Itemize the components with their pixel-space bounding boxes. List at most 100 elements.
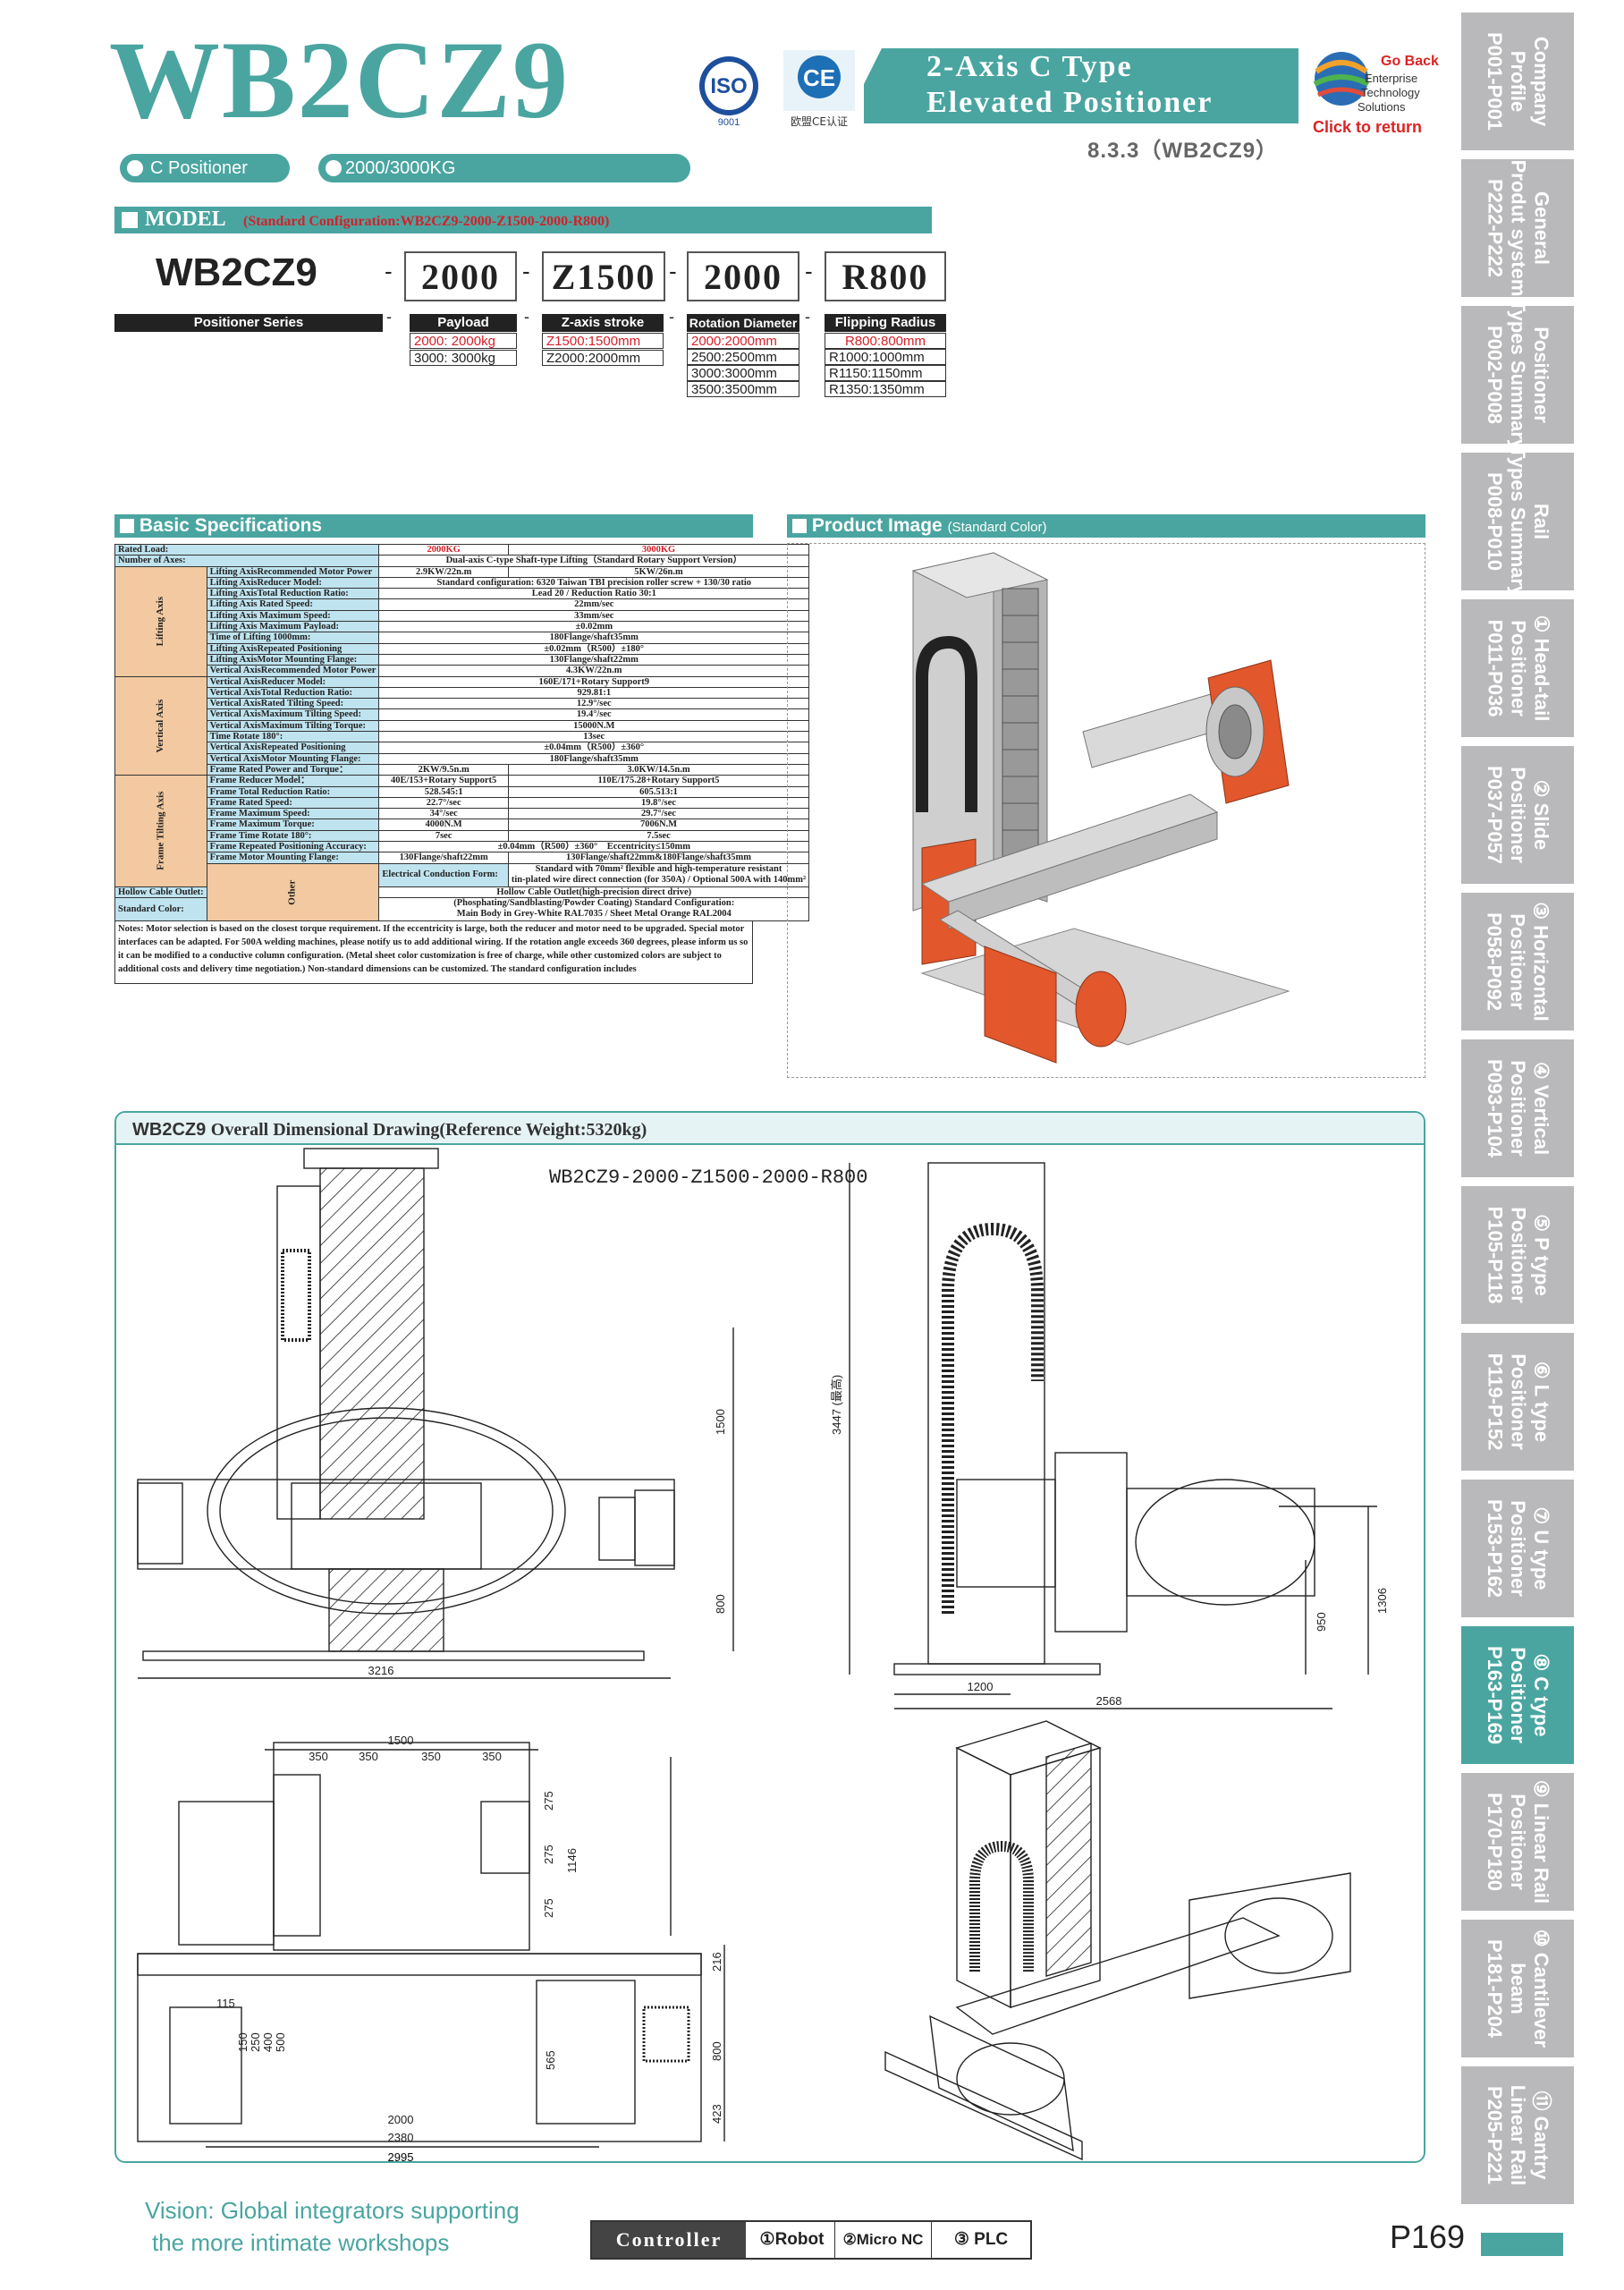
spec-value: ±0.02mm <box>378 621 810 633</box>
dim-label: 2568 <box>1096 1694 1122 1708</box>
spec-label: Frame Maximum Torque: <box>206 818 380 831</box>
spec-row: Lifting AxisReducer Model:Standard confi… <box>115 576 810 589</box>
product-render-image <box>911 552 1290 1064</box>
dim-label: 275 <box>542 1845 555 1864</box>
page-number-bar <box>1481 2233 1563 2256</box>
spec-value: Standard with 70mm² flexible and high-te… <box>507 862 810 887</box>
dim-label: 350 <box>421 1750 441 1763</box>
dim-label: 275 <box>542 1898 555 1918</box>
spec-row: Time of Lifting 1000mm:180Flange/shaft35… <box>115 632 810 644</box>
dim-label: 1306 <box>1375 1588 1389 1614</box>
spec-label: Lifting Axis Maximum Speed: <box>206 609 380 623</box>
controller-plc[interactable]: ③ PLC <box>953 2230 1009 2249</box>
spec-value: Dual-axis C-type Shaft-type Lifting（Stan… <box>378 555 810 567</box>
spec-value: 130Flange/shaft22mm <box>378 653 810 666</box>
spec-label: Time of Lifting 1000mm: <box>206 632 380 644</box>
spec-label: Vertical AxisTotal Reduction Ratio: <box>206 686 380 700</box>
spec-table-wrapper: Rated Load: 2000KG 3000KG Number of Axes… <box>114 543 810 984</box>
spec-label: Frame Rated Speed: <box>206 796 380 810</box>
z-axis-box: Z1500 <box>542 251 665 301</box>
spec-label: Rated Load: <box>114 543 380 556</box>
spec-value: 929.81:1 <box>378 686 810 700</box>
product-banner: 2-Axis C Type Elevated Positioner <box>864 48 1298 123</box>
ce-certification-logo: CE 欧盟CE认证 <box>776 50 862 128</box>
spec-notes: Notes: Motor selection is based on the c… <box>114 920 753 984</box>
controller-micro-nc[interactable]: ②Micro NC <box>835 2222 932 2258</box>
bullet-icon <box>326 160 342 176</box>
controller-label: Controller <box>592 2222 746 2258</box>
spec-value: ±0.04mm（R500）±360° Eccentricity≤150mm <box>378 841 810 853</box>
spec-row: Lifting Axis Maximum Payload:±0.02mm <box>115 621 810 633</box>
product-image-header: Product Image (Standard Color) <box>787 514 1425 538</box>
spec-label: Vertical AxisMaximum Tilting Torque: <box>206 719 380 733</box>
spec-label: Time Rotate 180°: <box>206 731 380 743</box>
spec-value: 40E/153+Rotary Support5 <box>378 775 509 787</box>
series-code: WB2CZ9 <box>156 250 317 294</box>
spec-row: Standard Color:(Phosphating/Sandblasting… <box>114 896 810 921</box>
rotation-option: 3000:3000mm <box>687 365 799 381</box>
spec-label: Lifting AxisMotor Mounting Flange: <box>206 653 380 666</box>
controller-bar: Controller ①Robot ②Micro NC ③ PLC <box>590 2220 1032 2260</box>
spec-value: 160E/171+Rotary Support9 <box>378 675 810 688</box>
spec-row: Vertical AxisRated Tilting Speed:12.9°/s… <box>115 698 810 710</box>
payload-option: 2000: 2000kg <box>410 333 517 349</box>
spec-group-label: Lifting Axis <box>114 565 207 677</box>
click-to-return[interactable]: Click to return <box>1313 118 1423 136</box>
spec-label: Vertical AxisMaximum Tilting Speed: <box>206 708 380 721</box>
spec-value: 19.4°/sec <box>378 708 810 721</box>
spec-value: 110E/175.28+Rotary Support5 <box>507 775 810 787</box>
specs-header: Basic Specifications <box>114 514 753 538</box>
banner-line-2: Elevated Positioner <box>926 86 1214 119</box>
spec-label: Lifting AxisRepeated Positioning <box>206 642 380 655</box>
drawing-model-label: WB2CZ9-2000-Z1500-2000-R800 <box>549 1166 868 1189</box>
dim-label: 250 <box>249 2032 262 2052</box>
controller-robot[interactable]: ①Robot <box>749 2222 835 2258</box>
spec-label: Frame Repeated Positioning Accuracy: <box>206 841 380 853</box>
flip-option: R800:800mm <box>825 333 946 349</box>
go-back-button[interactable]: Go Back Enterprise Technology Solutions … <box>1307 43 1451 143</box>
dim-label: 800 <box>714 1594 727 1614</box>
drawing-panel: WB2CZ9 Overall Dimensional Drawing(Refer… <box>114 1111 1425 2163</box>
square-bullet-icon <box>120 519 134 533</box>
drawing-title: WB2CZ9 Overall Dimensional Drawing(Refer… <box>132 1120 647 1140</box>
dash: - <box>669 258 677 284</box>
dash: - <box>669 308 674 326</box>
dim-label: 1200 <box>968 1680 994 1693</box>
spec-label: Frame Reducer Model： <box>206 775 380 787</box>
spec-label: Lifting AxisReducer Model: <box>206 576 380 589</box>
spec-row: Vertical AxisTotal Reduction Ratio:929.8… <box>115 686 810 700</box>
z-stroke-head: Z-axis stroke <box>542 314 664 332</box>
bullet-icon <box>127 160 143 176</box>
dim-label: 2995 <box>388 2150 414 2163</box>
payload-option: 3000: 3000kg <box>410 350 517 366</box>
spec-label: Lifting AxisRecommended Motor Power <box>206 565 380 578</box>
spec-value: 605.513:1 <box>507 785 810 798</box>
flip-option: R1000:1000mm <box>825 349 946 365</box>
model-header: MODEL (Standard Configuration:WB2CZ9-200… <box>114 207 932 233</box>
spec-row: Frame Motor Mounting Flange:130Flange/sh… <box>115 852 810 864</box>
dim-label: 1500 <box>388 1734 414 1747</box>
